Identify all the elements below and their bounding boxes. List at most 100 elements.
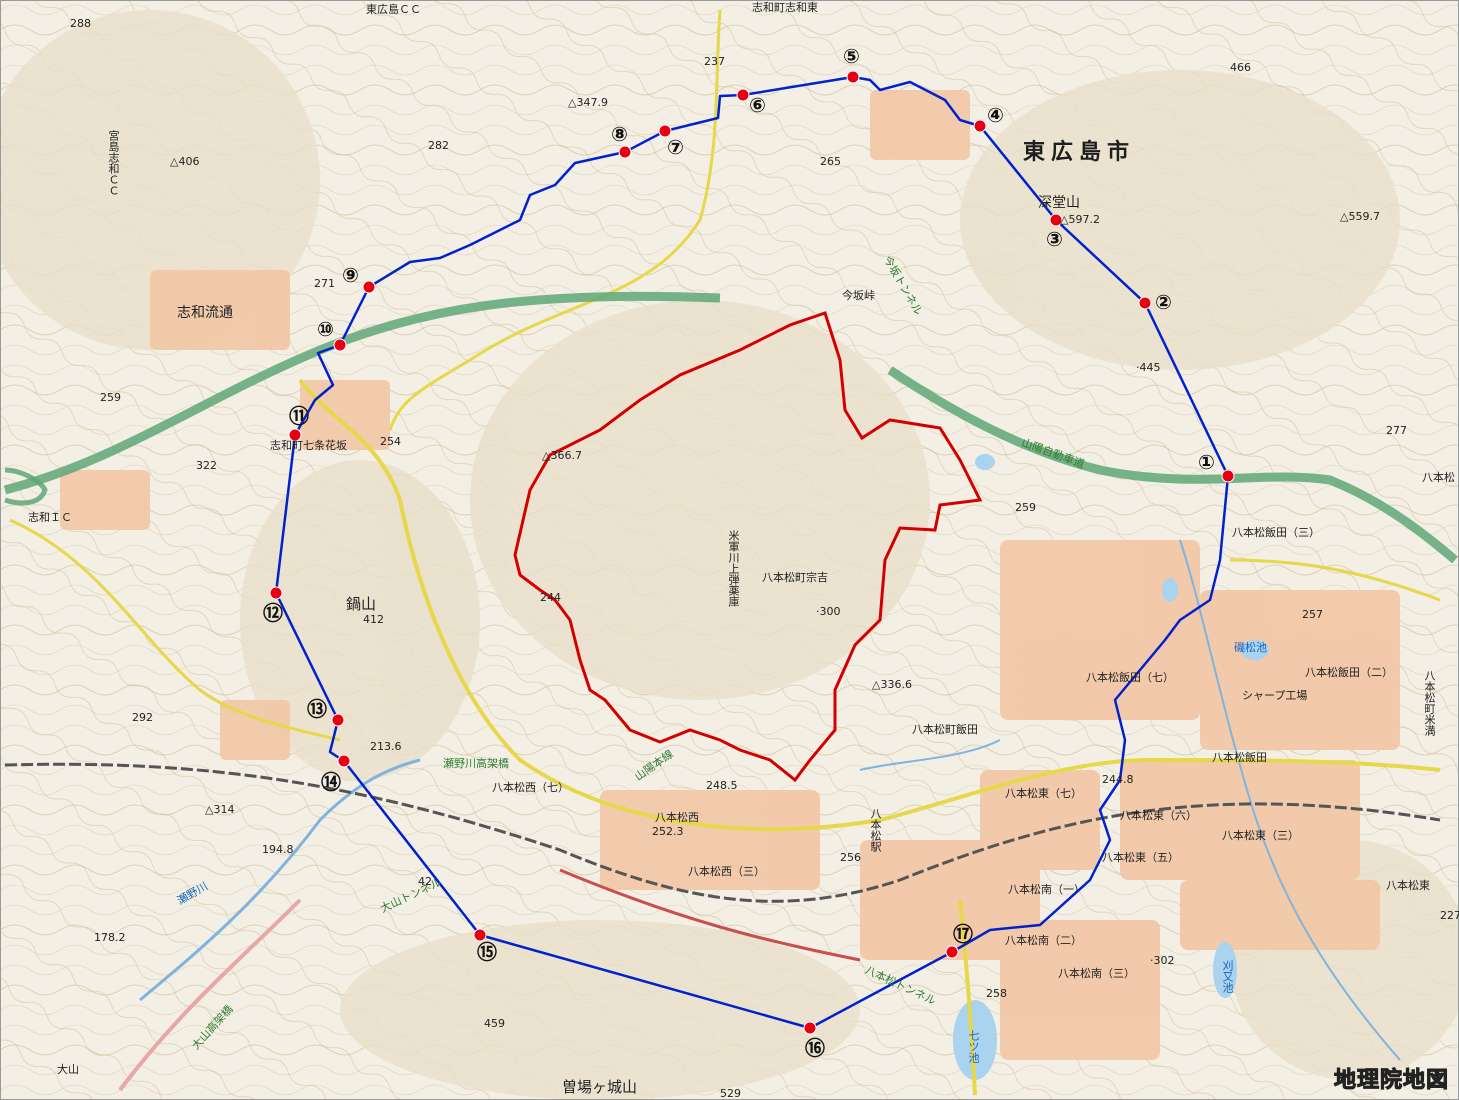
railway-branch [559,868,861,962]
road-north [388,9,722,431]
route-line [274,75,1230,1030]
marker-16 [803,1021,817,1035]
elev-265: 265 [820,155,841,168]
elev-2448: 244.8 [1102,773,1134,786]
point-label-11: ⑪ [289,404,309,428]
marker-5 [846,70,860,84]
label-hachihonmatsu-munetoshi: 八本松町宗吉 [762,571,828,584]
sanyo-expressway [3,291,721,495]
elev-259: 259 [100,391,121,404]
marker-3 [1049,213,1063,227]
label-shiwa-ryutsu: 志和流通 [177,305,233,321]
elev-254: 254 [380,435,401,448]
elev-300: ·300 [816,605,841,618]
label-hachihonmatsu-higashi-5: 八本松東（五） [1102,851,1179,864]
elev-445: ·445 [1136,361,1161,374]
label-hachihonmatsu-nishi: 八本松西 [655,811,699,824]
elev-244: 244 [540,591,561,604]
point-label-9: ⑨ [342,263,359,287]
point-label-10: ⑩ [317,317,334,341]
railway-line [4,762,1441,903]
label-miyajima-shiwa-cc: 宮島志和ＣＣ [107,130,120,196]
label-hachihonmatsu-minami-2: 八本松南（二） [1005,934,1082,947]
route-markers [269,70,1235,1035]
elev-292: 292 [132,711,153,724]
hill-shading [0,10,1459,1100]
road-south [958,899,977,1096]
label-yonegun-storage: 米軍川上弾薬庫 [727,530,740,607]
label-higashihiroshima-cc: 東広島ＣＣ [366,3,421,16]
elev-366: △366.7 [542,449,582,462]
point-label-3: ③ [1046,227,1063,251]
point-label-12: ⑫ [263,601,283,625]
point-label-15: ⑮ [477,940,497,964]
marker-12 [269,586,283,600]
point-label-16: ⑯ [805,1036,825,1060]
elev-257: 257 [1302,608,1323,621]
label-ohyama: 大山 [57,1063,79,1076]
elev-259b: 259 [1015,501,1036,514]
point-label-4: ④ [987,103,1004,127]
point-label-17: ⑰ [953,922,973,946]
label-isomatsu-ike: 磯松池 [1234,641,1267,654]
label-imasaka-toge: 今坂峠 [842,289,875,302]
label-hachihonmatsu-iida-7: 八本松飯田（七） [1086,671,1174,684]
point-label-14: ⑭ [321,770,341,794]
label-hachihonmatsu-nishi-3: 八本松西（三） [688,865,765,878]
label-ogura-ike: 刈又池 [1221,960,1234,993]
point-label-13: ⑬ [307,697,327,721]
label-senogawa-bridge: 瀬野川高架橋 [443,757,509,770]
elev-322: 322 [196,459,217,472]
label-hachihonmatsu-top: 八本松 [1422,471,1455,484]
point-label-8: ⑧ [611,122,628,146]
stream-east [1179,539,1401,1061]
elev-277: 277 [1386,424,1407,437]
label-hachihonmatsu-station: 八本松駅 [869,808,882,852]
elev-42: 42 [418,875,432,888]
elev-282: 282 [428,139,449,152]
elev-1948: 194.8 [262,843,294,856]
marker-6 [736,88,750,102]
elev-459: 459 [484,1017,505,1030]
label-nanatsu-ike: 七ツ池 [967,1030,980,1063]
marker-14 [337,754,351,768]
label-hachihonmatsu-nishi-7: 八本松西（七） [492,781,569,794]
marker-7 [658,124,672,138]
national-road [298,378,1441,832]
gsi-credit-logo: 地理院地図 [1333,1068,1449,1094]
elev-347: △347.9 [568,96,608,109]
marker-4 [973,119,987,133]
elev-1782: 178.2 [94,931,126,944]
elev-248: 248.5 [706,779,738,792]
elev-3366: △336.6 [872,678,912,691]
label-hachihonmatsu-iida: 八本松町飯田 [912,723,978,736]
label-hachihonmatsu-higashi-3: 八本松東（三） [1222,829,1299,842]
label-sharp-factory: シャープ工場 [1242,689,1308,702]
stream-center [859,739,1001,771]
road-pink [118,898,302,1092]
point-label-7: ⑦ [667,135,684,159]
label-hachihonmatsu-minami-1: 八本松南（一） [1008,883,1085,896]
label-hachihonmatsu-higashi: 八本松東 [1386,879,1430,892]
marker-13 [331,713,345,727]
label-shiwa-ic: 志和ＩＣ [28,511,72,524]
point-label-1: ① [1198,450,1215,474]
elev-302: ·302 [1150,954,1175,967]
elev-2136: 213.6 [370,740,402,753]
label-shiwa-hanasaka: 志和町七条花坂 [270,439,347,452]
marker-8 [618,145,632,159]
elev-466: 466 [1230,61,1251,74]
elev-288: 288 [70,17,91,30]
road-east [1229,558,1441,602]
label-hachihonmatsu-higashi-6: 八本松東（六） [1120,809,1197,822]
label-hachihonmatsu-minami-3: 八本松南（三） [1058,967,1135,980]
label-hachihonmatsu-iida-3: 八本松飯田（三） [1232,526,1320,539]
marker-17 [945,945,959,959]
sanyo-expressway-east [887,366,1458,564]
elev-237: 237 [704,55,725,68]
elev-529: 529 [720,1087,741,1100]
road-west [9,518,341,742]
elev-406: △406 [170,155,200,168]
